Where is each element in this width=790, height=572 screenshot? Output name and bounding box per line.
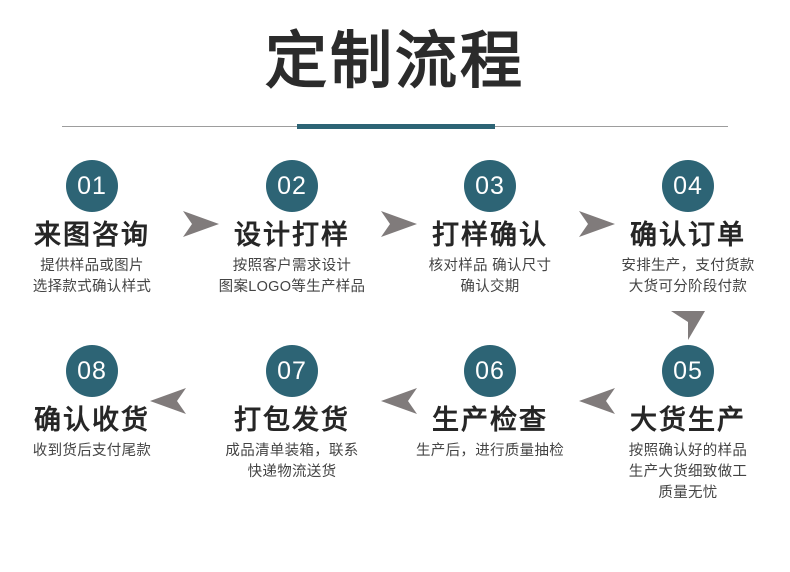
step-04-number: 04 bbox=[662, 160, 714, 212]
arrow-right-01-to-02-icon bbox=[181, 208, 221, 240]
step-07-description: 成品清单装箱，联系 快递物流送货 bbox=[197, 441, 387, 483]
step-05-desc-line-2: 生产大货细致做工 bbox=[628, 464, 748, 480]
step-01-desc-line-1: 提供样品或图片 bbox=[40, 258, 144, 274]
step-02-desc-line-2: 图案LOGO等生产样品 bbox=[218, 279, 366, 295]
step-03-desc-line-1: 核对样品 确认尺寸 bbox=[428, 258, 552, 274]
header-divider-accent bbox=[297, 124, 495, 129]
step-05-number: 05 bbox=[662, 345, 714, 397]
step-01-description: 提供样品或图片 选择款式确认样式 bbox=[0, 256, 187, 298]
step-03-number: 03 bbox=[464, 160, 516, 212]
step-02-number: 02 bbox=[266, 160, 318, 212]
step-06-number: 06 bbox=[464, 345, 516, 397]
step-06[interactable]: 06 生产检查 生产后，进行质量抽检 bbox=[395, 345, 585, 462]
step-01-desc-line-2: 选择款式确认样式 bbox=[32, 279, 152, 295]
step-03-title: 打样确认 bbox=[432, 220, 548, 250]
arrow-down-04-to-05-icon bbox=[668, 308, 708, 342]
step-07-title: 打包发货 bbox=[234, 405, 350, 435]
arrow-right-02-to-03-icon bbox=[379, 208, 419, 240]
step-06-description: 生产后，进行质量抽检 bbox=[395, 441, 585, 462]
step-03[interactable]: 03 打样确认 核对样品 确认尺寸 确认交期 bbox=[395, 160, 585, 298]
step-04-desc-line-2: 大货可分阶段付款 bbox=[628, 279, 748, 295]
step-02-desc-line-1: 按照客户需求设计 bbox=[232, 258, 352, 274]
step-03-desc-line-2: 确认交期 bbox=[460, 279, 520, 295]
step-07[interactable]: 07 打包发货 成品清单装箱，联系 快递物流送货 bbox=[197, 345, 387, 483]
step-05[interactable]: 05 大货生产 按照确认好的样品 生产大货细致做工 质量无忧 bbox=[593, 345, 783, 504]
step-02-title: 设计打样 bbox=[234, 220, 350, 250]
process-row-top: 01 来图咨询 提供样品或图片 选择款式确认样式 02 设计打样 按照客户需求设… bbox=[0, 160, 790, 340]
step-03-description: 核对样品 确认尺寸 确认交期 bbox=[395, 256, 585, 298]
step-01-number: 01 bbox=[66, 160, 118, 212]
step-05-title: 大货生产 bbox=[630, 405, 746, 435]
arrow-right-03-to-04-icon bbox=[577, 208, 617, 240]
step-06-desc-line-1: 生产后，进行质量抽检 bbox=[416, 443, 564, 459]
step-04-title: 确认订单 bbox=[630, 220, 746, 250]
step-04-desc-line-1: 安排生产，支付货款 bbox=[621, 258, 755, 274]
header: 定制流程 bbox=[0, 0, 790, 150]
step-02[interactable]: 02 设计打样 按照客户需求设计 图案LOGO等生产样品 bbox=[197, 160, 387, 298]
page-title: 定制流程 bbox=[264, 27, 525, 96]
step-05-description: 按照确认好的样品 生产大货细致做工 质量无忧 bbox=[593, 441, 783, 504]
step-08-title: 确认收货 bbox=[34, 405, 150, 435]
step-08-description: 收到货后支付尾款 bbox=[0, 441, 187, 462]
step-04[interactable]: 04 确认订单 安排生产，支付货款 大货可分阶段付款 bbox=[593, 160, 783, 298]
step-07-number: 07 bbox=[266, 345, 318, 397]
step-08-number: 08 bbox=[66, 345, 118, 397]
step-01-title: 来图咨询 bbox=[34, 220, 150, 250]
step-07-desc-line-2: 快递物流送货 bbox=[247, 464, 337, 480]
process-row-bottom: 08 确认收货 收到货后支付尾款 07 打包发货 成品清单装箱，联系 快递物流送… bbox=[0, 345, 790, 525]
arrow-left-05-to-06-icon bbox=[577, 385, 617, 417]
step-06-title: 生产检查 bbox=[432, 405, 548, 435]
step-07-desc-line-1: 成品清单装箱，联系 bbox=[225, 443, 359, 459]
step-02-description: 按照客户需求设计 图案LOGO等生产样品 bbox=[197, 256, 387, 298]
step-08-desc-line-1: 收到货后支付尾款 bbox=[32, 443, 152, 459]
step-08[interactable]: 08 确认收货 收到货后支付尾款 bbox=[0, 345, 187, 462]
arrow-left-07-to-08-icon bbox=[148, 385, 188, 417]
step-04-description: 安排生产，支付货款 大货可分阶段付款 bbox=[593, 256, 783, 298]
step-05-desc-line-3: 质量无忧 bbox=[658, 485, 718, 501]
step-01[interactable]: 01 来图咨询 提供样品或图片 选择款式确认样式 bbox=[0, 160, 187, 298]
arrow-left-06-to-07-icon bbox=[379, 385, 419, 417]
step-05-desc-line-1: 按照确认好的样品 bbox=[628, 443, 748, 459]
